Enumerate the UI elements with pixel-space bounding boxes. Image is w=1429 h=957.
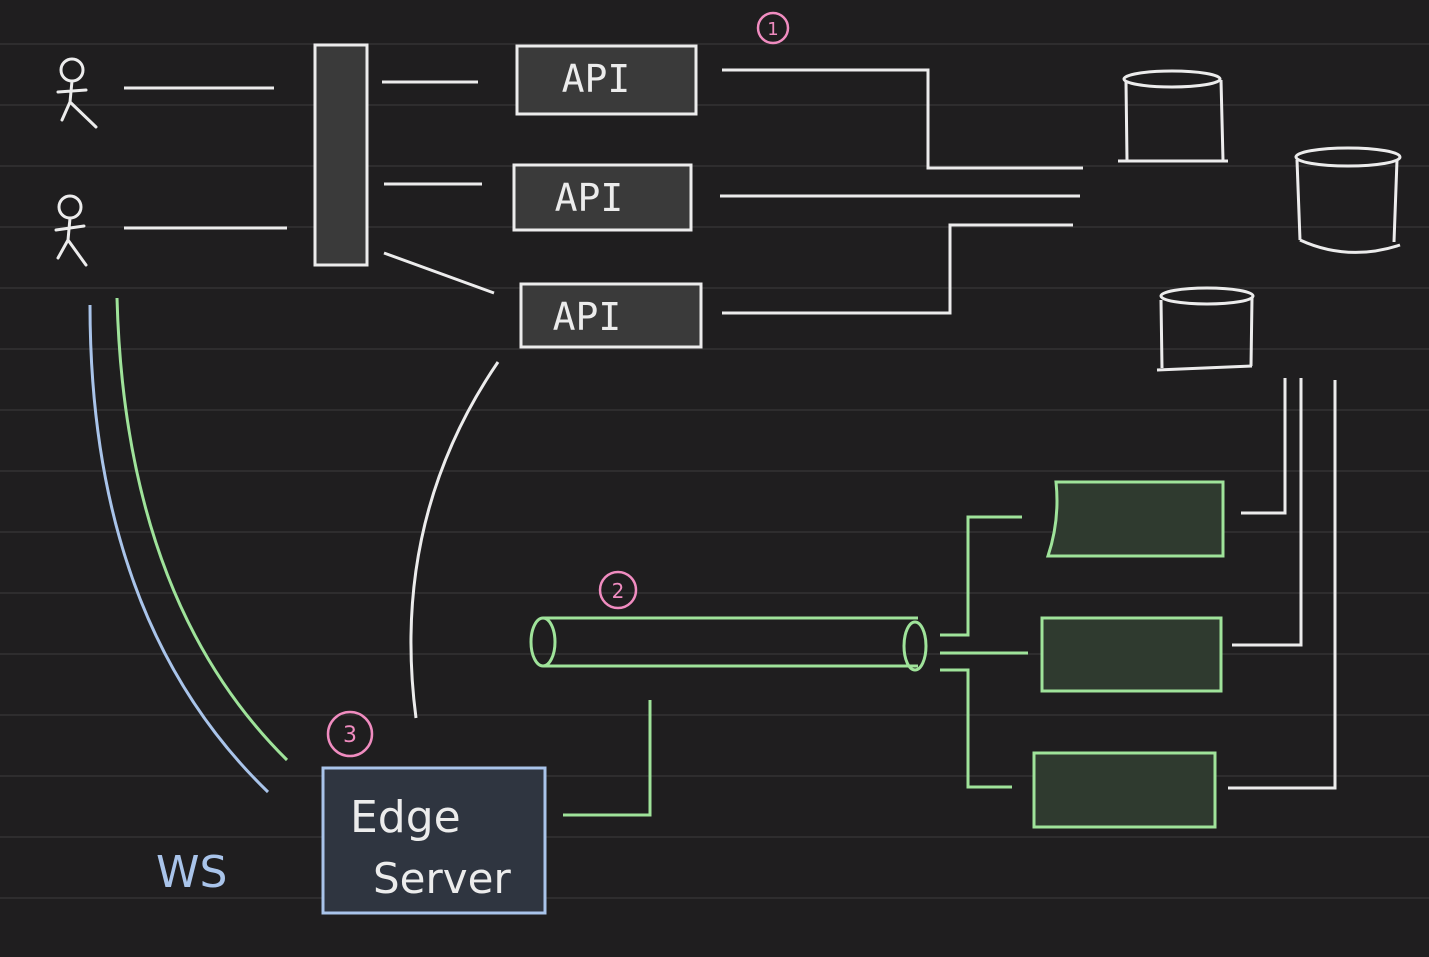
- api1-db-link: [722, 68, 1083, 170]
- api-server-1: API: [515, 44, 698, 116]
- stick-figure-icon: [54, 194, 88, 267]
- database-1: [1118, 69, 1228, 163]
- queue-worker-fanout: [940, 515, 1028, 789]
- marker-2-label: 2: [612, 579, 625, 603]
- database-3: [1156, 286, 1255, 372]
- worker-3: [1032, 751, 1217, 829]
- api3-db-link: [722, 223, 1073, 315]
- api-server-2: API: [512, 163, 693, 232]
- cylinder-icon: [1156, 286, 1255, 372]
- cylinder-icon: [1294, 146, 1402, 254]
- database-2: [1294, 146, 1402, 254]
- api-server-1-label: API: [562, 57, 631, 101]
- user-2: [54, 194, 88, 267]
- db3-worker3-link: [1228, 380, 1337, 790]
- marker-2: 2: [598, 570, 638, 610]
- marker-1: 1: [756, 11, 790, 45]
- db3-worker2-link: [1232, 378, 1303, 647]
- ws-blue-curve: [88, 304, 270, 794]
- pipe-icon: [529, 616, 928, 672]
- marker-1-label: 1: [767, 19, 778, 40]
- message-queue: [529, 616, 928, 672]
- stick-figure-icon: [56, 57, 98, 129]
- lb-api3-link: [383, 251, 495, 295]
- load-balancer: [313, 43, 369, 267]
- cylinder-icon: [1118, 69, 1228, 163]
- worker-2: [1040, 616, 1223, 693]
- api-server-3-label: API: [553, 295, 622, 339]
- edge-queue-link: [563, 700, 652, 817]
- api3-edge-link: [409, 361, 500, 719]
- edge-server-line1: Edge: [350, 792, 461, 843]
- edge-server: Edge Server: [321, 766, 547, 915]
- db3-worker1-link: [1241, 378, 1287, 515]
- ws-green-curve: [115, 297, 289, 762]
- edge-server-line2: Server: [373, 854, 511, 903]
- api-server-2-label: API: [555, 176, 624, 220]
- ws-label: WS: [156, 847, 227, 898]
- worker-1: [1045, 480, 1225, 558]
- user-1: [56, 57, 98, 129]
- marker-3: 3: [326, 710, 374, 758]
- marker-3-label: 3: [343, 723, 357, 748]
- api-server-3: API: [519, 282, 703, 349]
